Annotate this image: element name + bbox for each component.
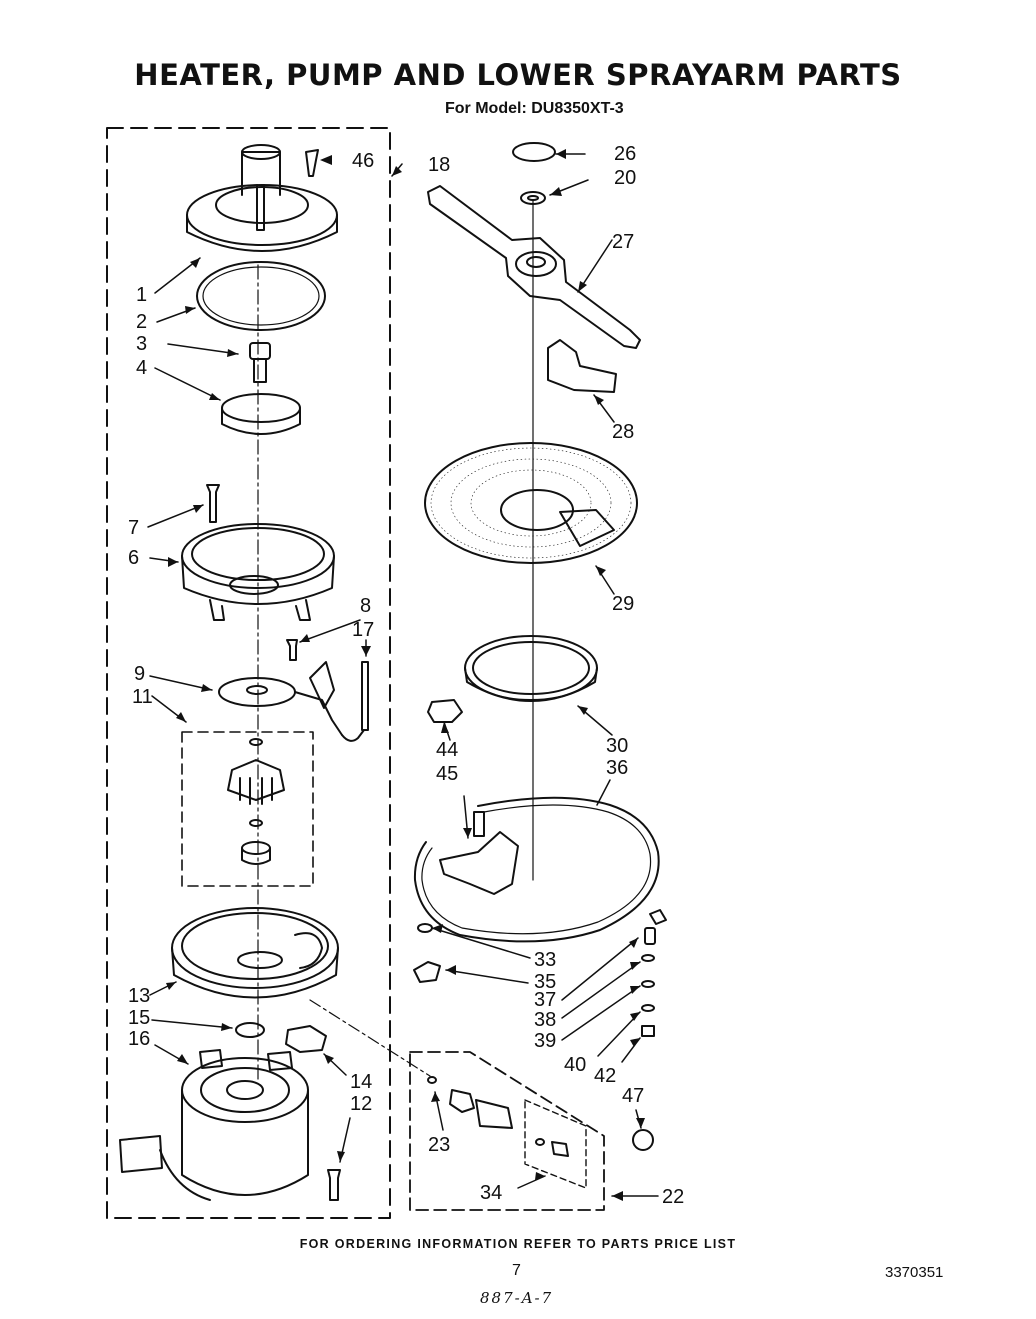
pump-housing-part <box>181 523 335 621</box>
filter-ring-part <box>464 635 598 702</box>
pump-base-part <box>171 907 339 999</box>
callout-47: 47 <box>622 1085 644 1107</box>
callout-20: 20 <box>614 167 636 189</box>
callout-9: 9 <box>134 663 145 685</box>
small-screw-part <box>286 639 298 661</box>
callout-35: 35 <box>534 971 556 993</box>
ordering-note: FOR ORDERING INFORMATION REFER TO PARTS … <box>299 1237 737 1251</box>
model-subtitle: For Model: DU8350XT-3 <box>445 100 624 117</box>
callout-15: 15 <box>128 1007 150 1029</box>
callout-labels: 1 2 3 4 7 6 8 17 9 11 46 18 13 15 16 14 … <box>128 143 684 1208</box>
screw-part <box>206 484 220 523</box>
callout-40: 40 <box>564 1054 586 1076</box>
heater-bracket-part <box>439 831 519 895</box>
callout-28: 28 <box>612 421 634 443</box>
plate-part <box>218 661 365 742</box>
callout-23: 23 <box>428 1134 450 1156</box>
bracket-part <box>285 1025 327 1053</box>
callout-30: 30 <box>606 735 628 757</box>
impeller-subassembly-box <box>181 731 314 887</box>
callout-11: 11 <box>132 686 153 708</box>
heater-element-part <box>413 796 660 943</box>
leader-lines <box>147 153 659 1197</box>
callout-2: 2 <box>136 311 147 333</box>
callout-26: 26 <box>614 143 636 165</box>
clip-part <box>305 149 319 177</box>
callout-27: 27 <box>612 231 634 253</box>
tube-part <box>361 661 369 731</box>
impeller-part <box>227 738 285 865</box>
callout-44: 44 <box>436 739 458 761</box>
sprayarm-clip-part <box>547 339 617 393</box>
inner-valve-box <box>524 1099 587 1189</box>
callout-13: 13 <box>128 985 150 1007</box>
ring-seal-inner <box>202 266 320 326</box>
callout-3: 3 <box>136 333 147 355</box>
heater-element-inner <box>421 804 652 935</box>
motor-part <box>119 1049 309 1201</box>
callout-22: 22 <box>662 1186 684 1208</box>
fastener-stack-part <box>641 909 667 1037</box>
fill-valve-part <box>427 1076 569 1157</box>
callout-18: 18 <box>428 154 450 176</box>
page-number: 7 <box>512 1262 521 1279</box>
document-number: 3370351 <box>885 1264 944 1281</box>
ring-seal-part <box>196 261 326 331</box>
callout-45: 45 <box>436 763 458 785</box>
callout-14: 14 <box>350 1071 372 1093</box>
heater-washer-part <box>417 923 433 933</box>
sprayarm-part <box>427 185 641 349</box>
sprayarm-washer-part <box>520 191 546 205</box>
callout-34: 34 <box>480 1182 502 1204</box>
callout-37: 37 <box>534 989 556 1011</box>
callout-29: 29 <box>612 593 634 615</box>
fill-valve-box <box>409 1051 605 1211</box>
diagonal-axis-line <box>309 999 431 1077</box>
nut-part <box>249 342 271 383</box>
callout-6: 6 <box>128 547 139 569</box>
handwritten-note: 887-A-7 <box>480 1289 554 1307</box>
callout-7: 7 <box>128 517 139 539</box>
callout-1: 1 <box>136 284 147 306</box>
callout-33: 33 <box>534 949 556 971</box>
hose-clamp-part <box>632 1129 654 1151</box>
mount-bracket-part <box>413 961 441 983</box>
float-cap-part <box>427 699 463 723</box>
callout-39: 39 <box>534 1030 556 1052</box>
callout-36: 36 <box>606 757 628 779</box>
callout-12: 12 <box>350 1093 372 1115</box>
pump-assembly-boundary <box>106 127 391 1219</box>
filter-screen-part <box>424 442 638 564</box>
callout-8: 8 <box>360 595 371 617</box>
terminal-part <box>473 811 485 837</box>
callout-38: 38 <box>534 1009 556 1031</box>
pump-cover-part <box>186 144 338 252</box>
callout-42: 42 <box>594 1065 616 1087</box>
callout-16: 16 <box>128 1028 150 1050</box>
washer-part <box>235 1022 265 1038</box>
callout-4: 4 <box>136 357 147 379</box>
disc-part <box>221 393 301 435</box>
cap-part <box>512 142 556 162</box>
arrowheads <box>166 149 645 1201</box>
motor-screw-part <box>327 1169 341 1201</box>
callout-46: 46 <box>352 150 374 172</box>
page-title: HEATER, PUMP AND LOWER SPRAYARM PARTS <box>134 58 902 92</box>
callout-17: 17 <box>352 619 374 641</box>
